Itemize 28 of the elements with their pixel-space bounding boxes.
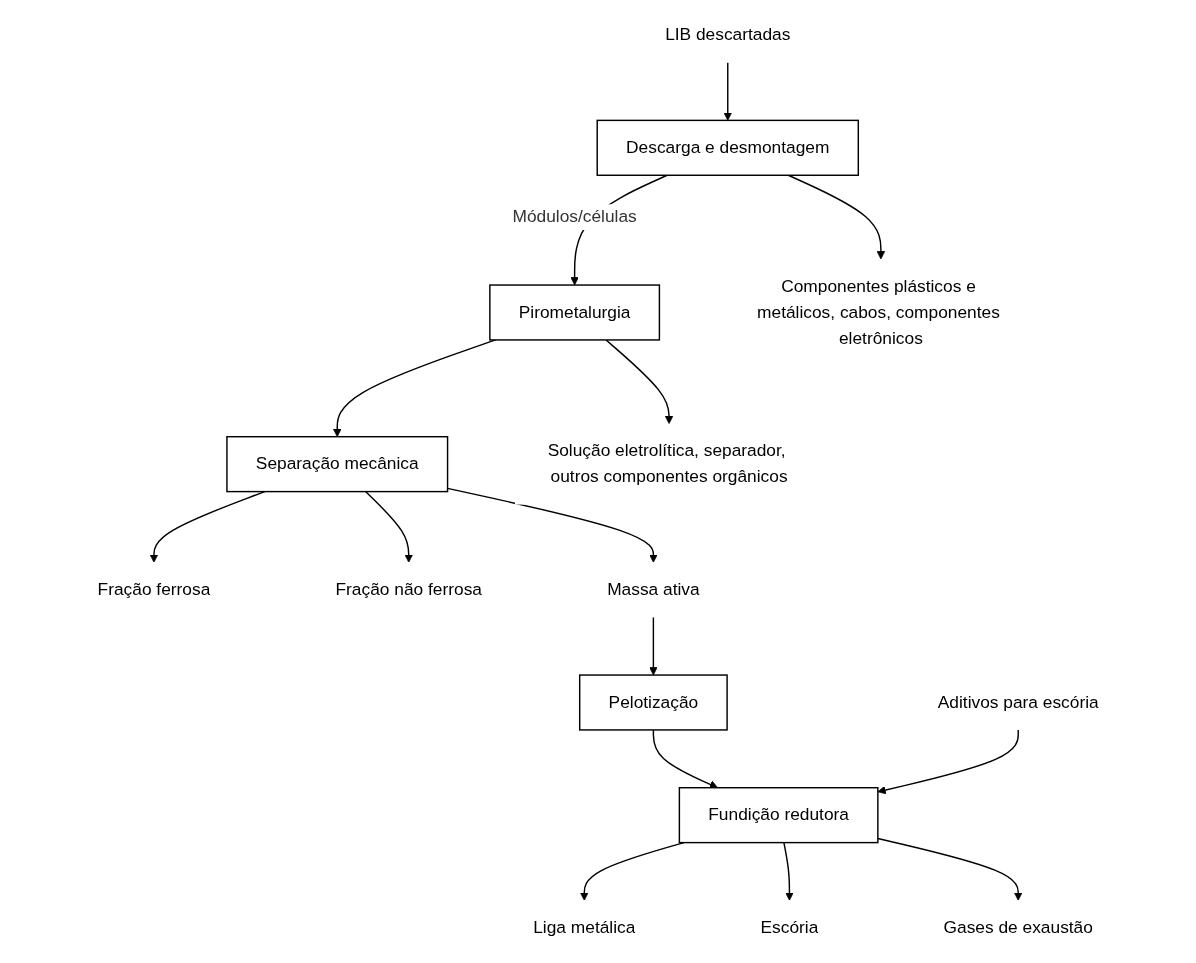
node-text: LIB descartadas bbox=[664, 25, 791, 45]
arrow bbox=[652, 729, 718, 789]
node-text: Fração não ferrosa bbox=[335, 579, 482, 599]
arrow bbox=[149, 490, 266, 563]
node-text: Fração ferrosa bbox=[97, 579, 211, 599]
arrow bbox=[649, 616, 658, 676]
node-box: Fundição redutora bbox=[678, 787, 879, 844]
node-box: Pelotização bbox=[578, 674, 728, 731]
node-text: Gases de exaustão bbox=[943, 917, 1093, 937]
node-text: Aditivos para escória bbox=[937, 692, 1099, 712]
node-text: Solução eletrolítica, separador, outros componentes orgânicos bbox=[547, 441, 788, 487]
node-text: Componentes plásticos e metálicos, cabos, componentes eletrônicos bbox=[756, 276, 1000, 348]
arrow bbox=[783, 841, 794, 901]
node-text: Escória bbox=[760, 917, 819, 937]
arrow bbox=[787, 174, 885, 260]
arrow bbox=[364, 490, 413, 563]
node-text: Liga metálica bbox=[533, 917, 636, 937]
arrow bbox=[579, 841, 685, 901]
node-box: Descarga e desmontagem bbox=[596, 119, 859, 176]
arrow bbox=[446, 487, 658, 563]
node-text: Massa ativa bbox=[607, 579, 700, 599]
arrow bbox=[723, 61, 732, 121]
node-box: Pirometalurgia bbox=[489, 284, 660, 341]
node-box: Separação mecânica bbox=[226, 436, 449, 493]
arrow bbox=[605, 339, 674, 425]
arrow bbox=[877, 837, 1023, 901]
arrow bbox=[877, 729, 1019, 795]
edge-label: Módulos/células bbox=[512, 207, 637, 227]
